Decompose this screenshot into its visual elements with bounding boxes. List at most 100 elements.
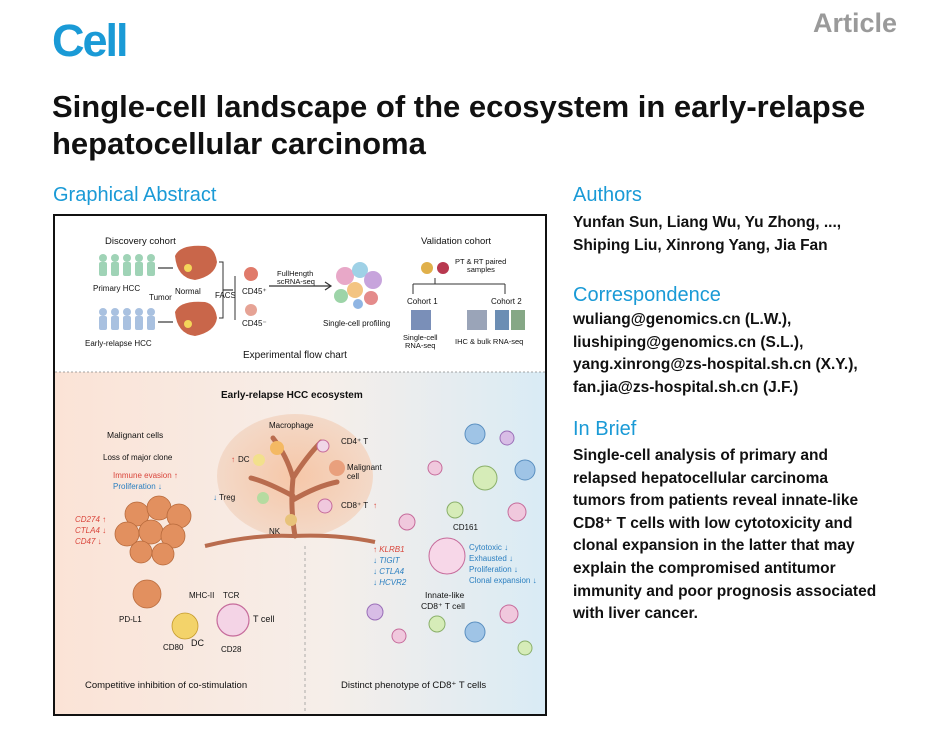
single-cell-profiling-label: Single-cell profiling — [323, 319, 390, 328]
innate-cd8-label: CD8⁺ T cell — [421, 601, 465, 611]
authors-line: Shiping Liu, Xinrong Yang, Jia Fan — [573, 236, 828, 254]
cd274-label: CD274 ↑ — [75, 515, 106, 524]
dendritic-cell-icon — [171, 612, 199, 640]
klrb1-label: ↑ KLRB1 — [373, 545, 405, 554]
treg-label: Treg — [219, 493, 235, 502]
dc-label: DC — [238, 455, 250, 464]
cd45neg-cell-icon — [245, 304, 257, 316]
correspondence-heading: Correspondence — [573, 284, 721, 306]
malignant-cells-title: Malignant cells — [107, 430, 163, 440]
email-link[interactable]: wuliang@genomics.cn (L.W.), — [573, 311, 792, 328]
pt-sample-icon — [421, 262, 433, 274]
cytotoxic-label: Cytotoxic ↓ — [469, 543, 508, 552]
malignant-cell-icon — [329, 460, 345, 476]
loss-major-clone-label: Loss of major clone — [103, 453, 173, 462]
cd45pos-label: CD45⁺ — [242, 287, 267, 296]
pdl1-label: PD-L1 — [119, 615, 142, 624]
mhc2-label: MHC-II — [189, 591, 214, 600]
in-brief-line: tumors from patients reveal innate-like — [573, 492, 859, 510]
early-relapse-hcc-label: Early-relapse HCC — [85, 339, 152, 348]
dc-arrow: ↑ — [231, 455, 235, 464]
tcell-label: T cell — [253, 614, 274, 624]
primary-hcc-label: Primary HCC — [93, 284, 140, 293]
t-cell-icon — [216, 603, 250, 637]
malignant-label-2: cell — [347, 472, 359, 481]
proliferation-label: Proliferation ↓ — [113, 482, 162, 491]
liver-relapse-icon — [175, 301, 217, 336]
pt-rt-samples-label: samples — [467, 265, 495, 274]
cd4t-label: CD4⁺ T — [341, 437, 368, 446]
in-brief-line: explain the compromised antitumor — [573, 559, 836, 577]
email-link[interactable]: fan.jia@zs-hospital.sh.cn (J.F.) — [573, 378, 799, 396]
cd28-label: CD28 — [221, 645, 242, 654]
ecosystem-section: Early-relapse HCC ecosystem Macrophage ↑… — [55, 371, 545, 714]
email-link[interactable]: liushiping@genomics.cn (S.L.), — [573, 333, 804, 351]
cd45neg-label: CD45⁻ — [242, 319, 267, 328]
ctla4b-label: ↓ CTLA4 — [373, 567, 405, 576]
nk-icon — [285, 514, 297, 526]
tigit-label: ↓ TIGIT — [373, 556, 401, 565]
cohort2-label: Cohort 2 — [491, 297, 522, 306]
journal-logo: Cell — [52, 15, 129, 66]
treg-icon — [257, 492, 269, 504]
email-link[interactable]: yang.xinrong@zs-hospital.sh.cn (X.Y.), — [573, 356, 858, 374]
left-caption: Competitive inhibition of co-stimulation — [85, 680, 247, 691]
article-type-label: Article — [812, 8, 897, 38]
in-brief-line: with liver cancer. — [573, 605, 698, 623]
t-cell-population-icon — [366, 423, 536, 656]
cd4t-icon — [316, 439, 330, 453]
in-brief-heading: In Brief — [573, 418, 637, 440]
vessel-icon — [248, 435, 340, 539]
hcvr2-label: ↓ HCVR2 — [373, 578, 407, 587]
in-brief-text: Single-cell analysis of primary and rela… — [573, 445, 876, 626]
ctla4-label: CTLA4 ↓ — [75, 526, 106, 535]
dc-icon — [253, 454, 265, 466]
tumor-icon — [184, 264, 192, 272]
immune-evasion-label: Immune evasion ↑ — [113, 471, 178, 480]
flow-chart-caption: Experimental flow chart — [243, 350, 347, 361]
article-title: Single-cell landscape of the ecosystem i… — [52, 89, 866, 161]
macrophage-label: Macrophage — [269, 421, 314, 430]
tumor-icon — [184, 320, 192, 328]
singlecell-label: Single-cell — [403, 333, 438, 342]
right-caption: Distinct phenotype of CD8⁺ T cells — [341, 680, 486, 691]
cd47-label: CD47 ↓ — [75, 537, 102, 546]
ecosystem-title: Early-relapse HCC ecosystem — [221, 390, 363, 401]
tumor-label: Tumor — [149, 293, 172, 302]
exhausted-label: Exhausted ↓ — [469, 554, 513, 563]
nk-label: NK — [269, 527, 281, 536]
treg-arrow: ↓ — [213, 493, 217, 502]
authors-line: Yunfan Sun, Liang Wu, Yu Zhong, ..., — [573, 214, 842, 231]
authors-list: Yunfan Sun, Liang Wu, Yu Zhong, ..., Shi… — [573, 212, 841, 257]
early-relapse-people-icon — [99, 308, 155, 330]
liver-primary-icon — [175, 245, 217, 280]
ihc-image-icon — [467, 310, 487, 330]
ihc-bulk-label: IHC & bulk RNA-seq — [455, 337, 523, 346]
primary-hcc-people-icon — [99, 254, 155, 276]
validation-cohort-label: Validation cohort — [421, 236, 491, 247]
in-brief-line: Single-cell analysis of primary and — [573, 447, 828, 464]
graphical-abstract-figure: Discovery cohort Primary HCC Early-relap… — [53, 214, 547, 716]
malignant-label-1: Malignant — [347, 463, 382, 472]
normal-label: Normal — [175, 287, 201, 296]
pt-rt-label: PT & RT paired — [455, 257, 506, 266]
malignant-cell-icon — [132, 579, 162, 609]
cd8t-arrow: ↑ — [373, 501, 377, 510]
clonal-expansion-label: Clonal expansion ↓ — [469, 576, 537, 585]
macrophage-icon — [270, 441, 284, 455]
cd80-label: CD80 — [163, 643, 184, 652]
proliferation2-label: Proliferation ↓ — [469, 565, 518, 574]
single-cell-cluster-icon — [334, 262, 382, 309]
tcr-label: TCR — [223, 591, 240, 600]
in-brief-line: immunity and poor prognosis associated — [573, 582, 877, 600]
facs-label: FACS — [215, 291, 236, 300]
heatmap-icon — [511, 310, 525, 330]
cohort1-label: Cohort 1 — [407, 297, 438, 306]
flow-chart-section: Discovery cohort Primary HCC Early-relap… — [85, 236, 525, 361]
in-brief-line: clonal expansion in the latter that may — [573, 537, 855, 555]
fulllength-label: FullHength — [277, 269, 313, 278]
heatmap-icon — [495, 310, 509, 330]
cd45pos-cell-icon — [244, 267, 258, 281]
graphical-abstract-heading: Graphical Abstract — [53, 184, 217, 206]
cd161-label: CD161 — [453, 523, 478, 532]
